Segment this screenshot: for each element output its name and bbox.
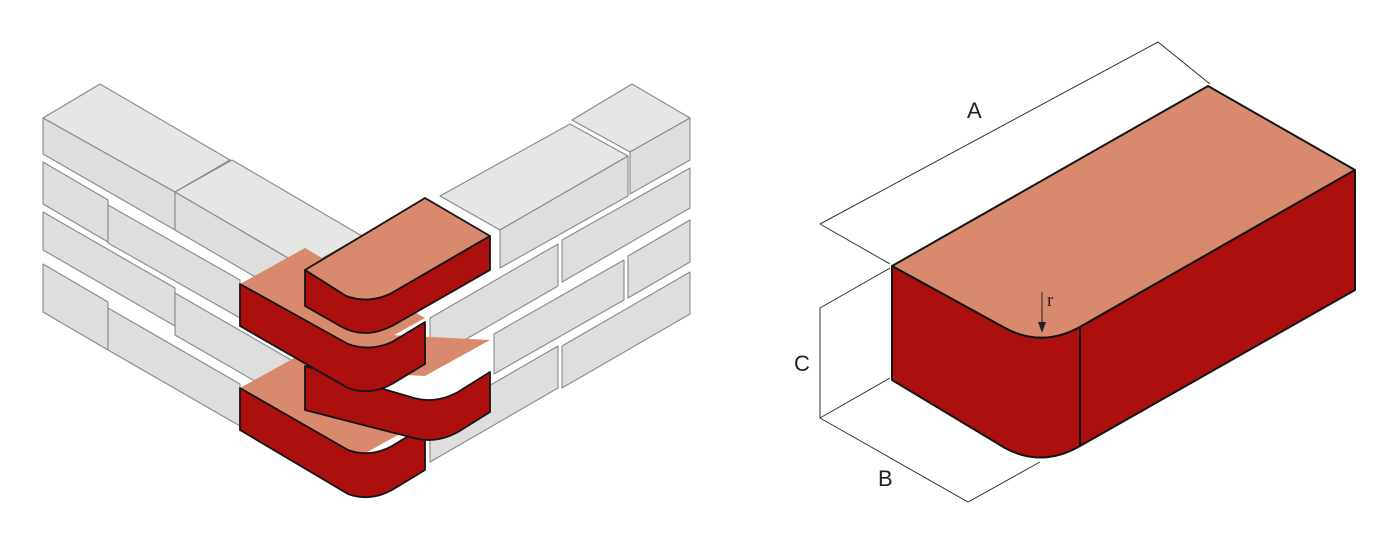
grey-brick bbox=[627, 219, 691, 299]
radius-label: r bbox=[1047, 290, 1054, 311]
height-dimension-line bbox=[819, 267, 891, 418]
rounded-corner-bricks bbox=[239, 197, 491, 499]
width-dimension-line bbox=[819, 417, 1041, 503]
grey-bricks bbox=[42, 83, 691, 463]
grey-brick bbox=[561, 167, 691, 283]
brick-dimension-drawing: A C B r bbox=[794, 41, 1356, 503]
rounded-brick bbox=[891, 85, 1356, 459]
rounded-corner-brick bbox=[304, 197, 491, 334]
grey-brick bbox=[42, 83, 231, 231]
brick-rounded-front-face bbox=[891, 265, 1081, 459]
length-label: A bbox=[967, 98, 982, 123]
height-label: C bbox=[794, 351, 810, 376]
grey-brick bbox=[561, 271, 691, 389]
wall-corner-drawing bbox=[42, 83, 691, 499]
grey-brick bbox=[429, 345, 559, 463]
grey-brick bbox=[493, 259, 625, 375]
dimension-lines bbox=[819, 41, 1211, 503]
radius-arrowhead bbox=[1038, 322, 1046, 333]
width-label: B bbox=[878, 466, 893, 491]
length-dimension-line bbox=[819, 41, 1211, 225]
grey-brick bbox=[439, 123, 629, 269]
grey-brick bbox=[571, 83, 691, 195]
